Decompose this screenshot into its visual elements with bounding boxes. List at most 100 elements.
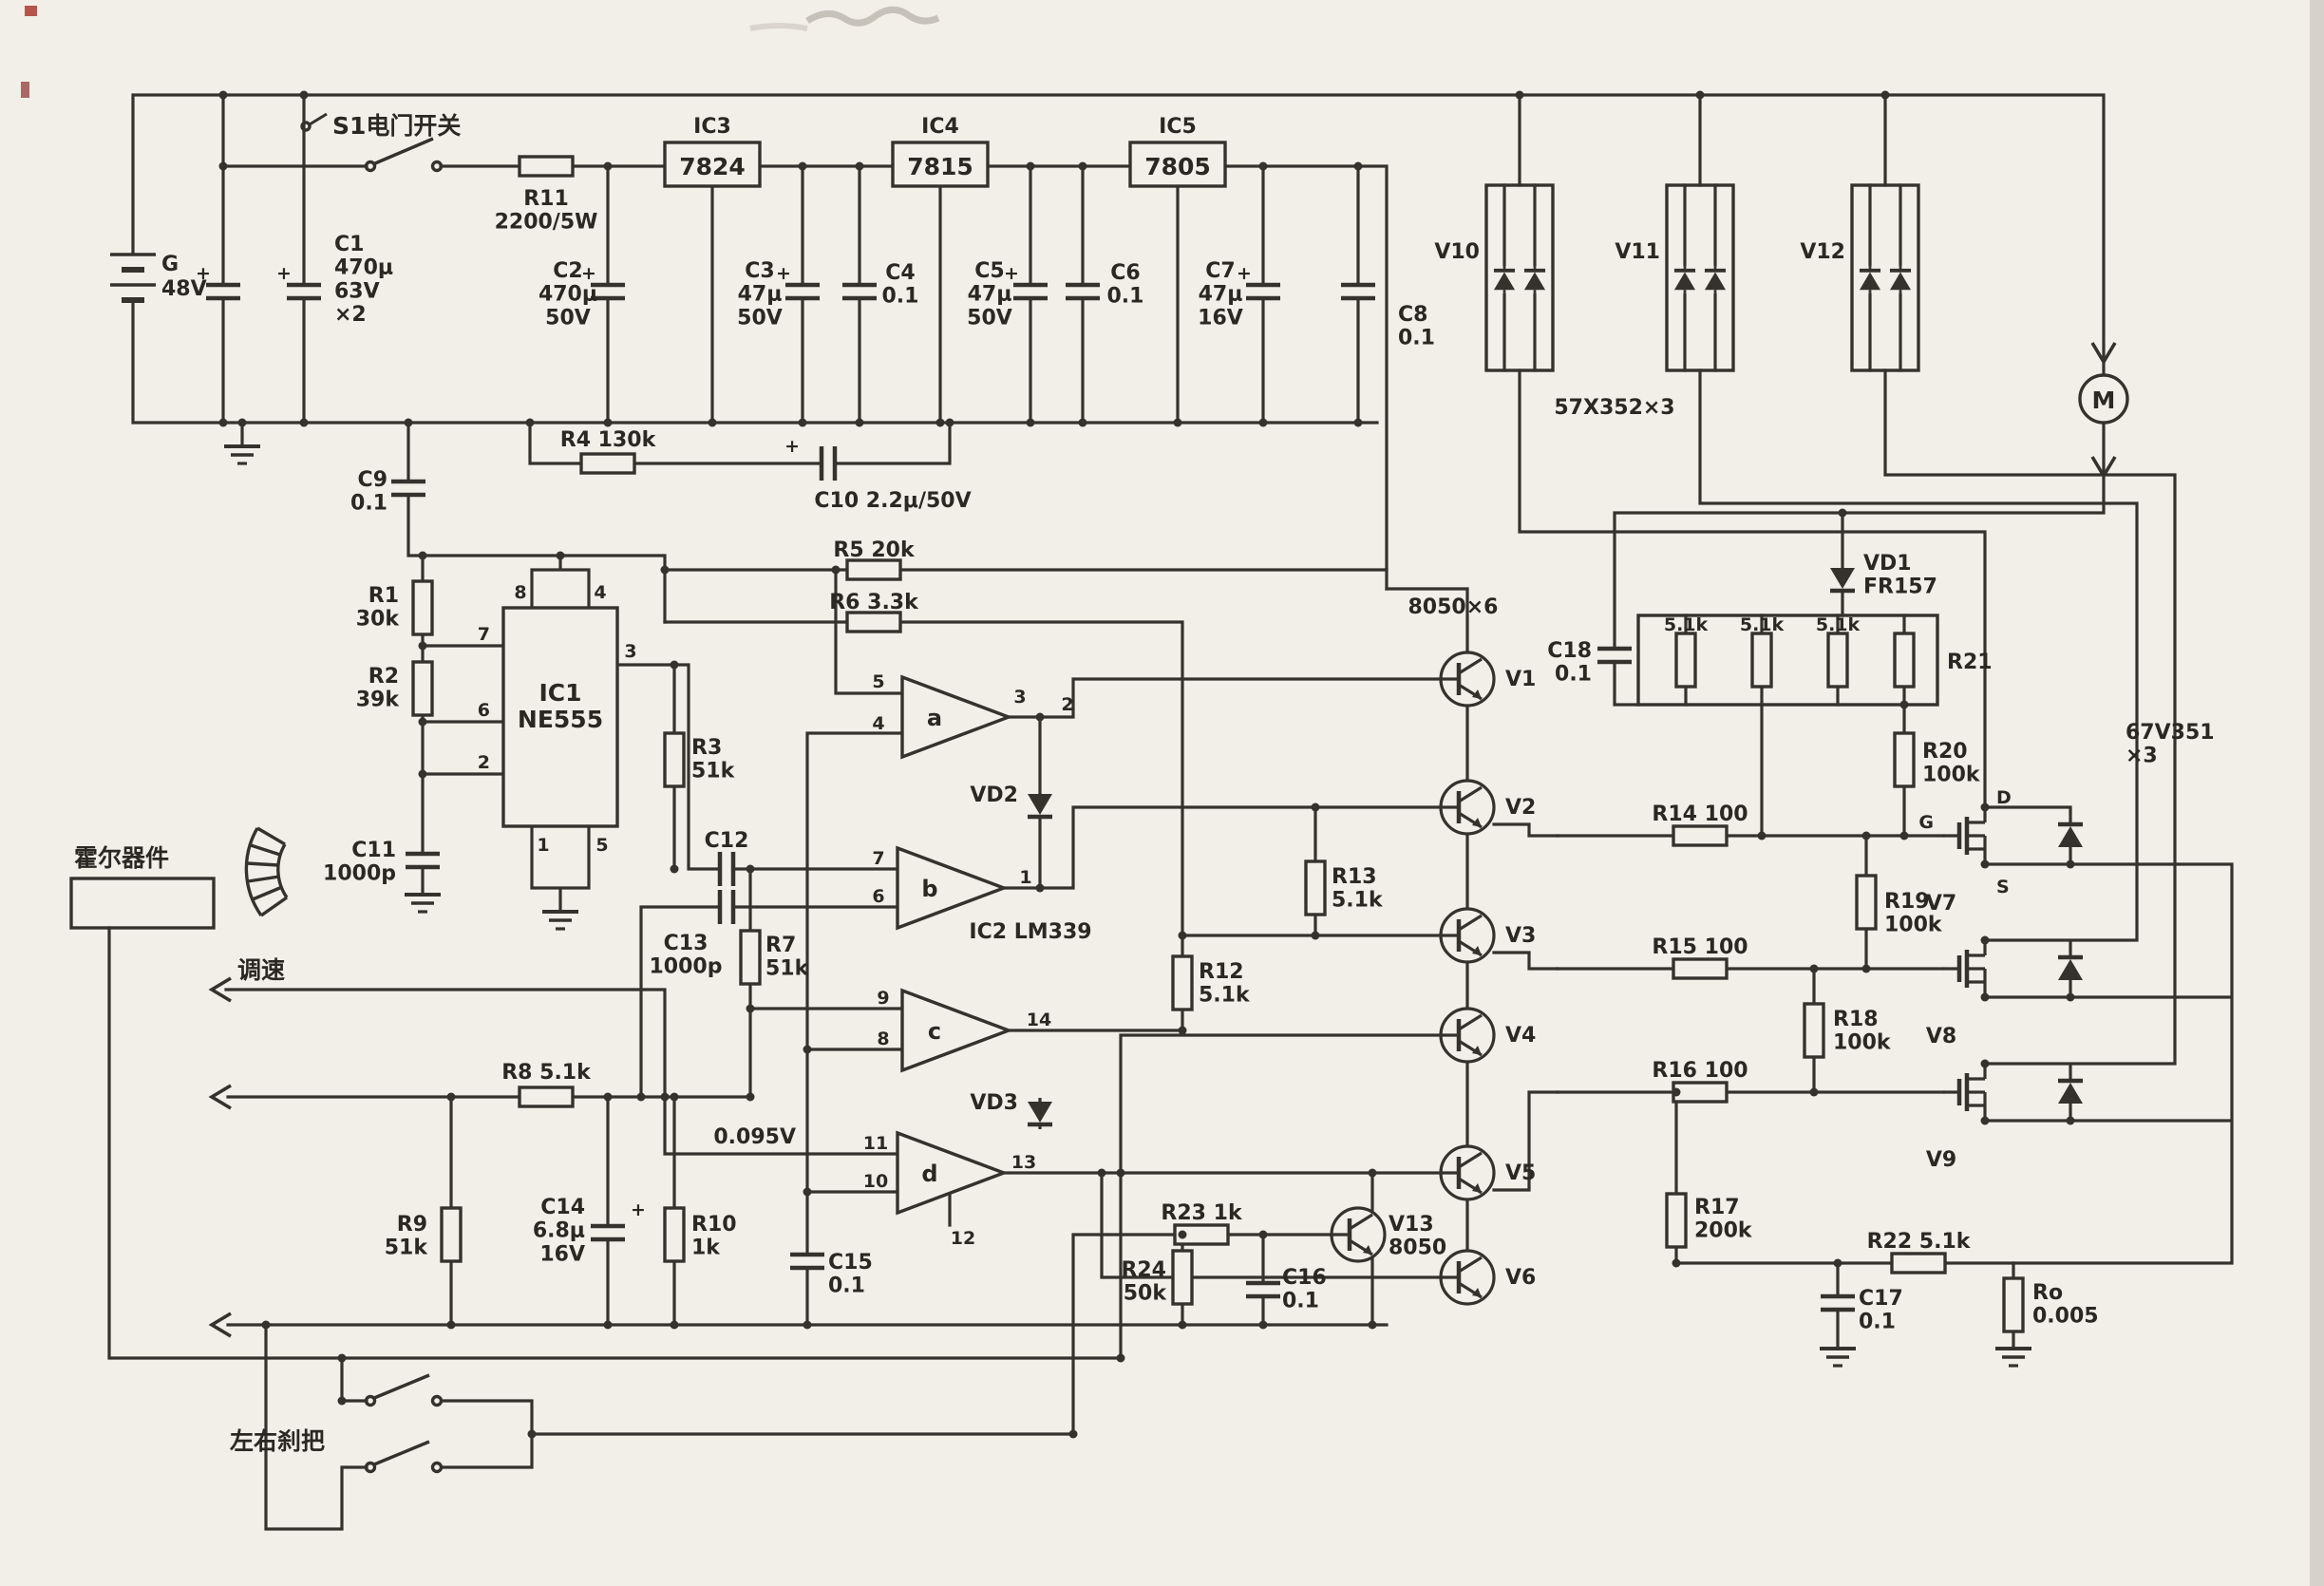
ic1-pin3: 3 [624,641,636,662]
opamp-b-pin-in1: 7 [872,848,884,869]
diode-vd2-label: VD2 [970,784,1018,807]
diode-module-v11-label: V11 [1615,240,1660,264]
battery-symbol [110,253,156,303]
brake-switch-1 [364,1373,444,1407]
hall-sensor-label: 霍尔器件 [74,844,169,872]
opamp-b-letter: b [921,876,937,902]
opamp-c-pin-in1: 9 [877,988,889,1009]
ic1-pin5: 5 [595,835,608,856]
resistor-r2 [411,660,434,717]
diode-module-v10 [1484,183,1555,372]
opamp-d [896,1130,1009,1216]
polarity-plus-c1b: + [276,263,292,284]
opamp-a-pin-in1: 5 [872,671,884,692]
polarity-plus-c10: + [784,436,800,457]
ic3-label: IC3 [693,115,731,139]
capacitor-c17 [1821,1294,1855,1312]
mosfet-v8-label: V8 [1926,1025,1956,1048]
resistor-bank-5k1-b [1750,632,1773,689]
opamp-c-letter: c [928,1018,941,1045]
transistor-v1 [1441,652,1494,706]
resistor-r6 [845,611,902,633]
resistor-r4-label: R4 130k [560,428,657,452]
opamp-b [896,845,1009,931]
ic1-pin1: 1 [537,835,549,856]
resistor-r10 [663,1206,686,1263]
power-switch-s1 [300,112,444,173]
ic5-part-label: 7805 [1144,153,1211,180]
opamp-a-pin-out: 2 [1061,694,1073,715]
transistor-v3 [1441,909,1494,962]
polarity-plus-c1a: + [196,263,211,284]
resistor-r18 [1803,1002,1825,1059]
resistor-r5-label: R5 20k [833,538,916,562]
resistor-r6-label: R6 3.3k [829,591,919,614]
opamp-d-pin-in1: 11 [863,1133,888,1154]
resistor-r9 [440,1206,463,1263]
diode-vd3-label: VD3 [970,1091,1018,1115]
capacitor-c7 [1246,283,1280,300]
capacitor-c14 [591,1224,625,1241]
ic2-label: IC2 LM339 [969,920,1091,944]
diode-module-v11 [1665,183,1735,372]
mosfet-v7-label: V7 [1926,892,1956,916]
resistor-bank-b-label: 5.1k [1740,614,1785,635]
magnet-rotor-symbol [244,826,289,917]
resistor-r12 [1171,954,1194,1011]
capacitor-c3 [785,283,820,300]
resistor-r11 [518,155,575,178]
resistor-r15 [1672,957,1729,980]
capacitor-c4 [842,283,877,300]
resistor-r8 [518,1086,575,1108]
opamp-c-pin-in2: 8 [877,1029,889,1049]
wire-drivers [1071,587,1559,1436]
resistor-r15-label: R15 100 [1652,935,1748,959]
s1-mini-icon [300,121,312,132]
regulator-7824-box [663,141,762,188]
red-ink-mark [25,6,37,16]
junction-dots [218,90,2075,1439]
opamp-a-letter: a [927,705,942,731]
polarity-plus-c5: + [1004,263,1019,284]
resistor-bank-box [1636,614,1939,707]
transistor-v13 [1332,1208,1385,1261]
handwriting-smudge [805,6,940,27]
resistor-r24 [1171,1249,1194,1306]
vref-label: 0.095V [713,1125,796,1149]
motor-symbol [2078,373,2129,425]
body-diode-v8 [2055,953,2086,984]
resistor-r22-label: R22 5.1k [1867,1230,1972,1254]
opamp-d-pin-in2: 10 [863,1171,888,1192]
ic5-label: IC5 [1159,115,1197,139]
driver-part-label: 8050×6 [1408,595,1499,619]
regulator-7805-box [1128,141,1227,188]
resistor-r22 [1890,1252,1947,1274]
resistor-r23-label: R23 1k [1161,1201,1243,1225]
capacitor-c1b [287,283,321,300]
capacitor-c15 [790,1253,824,1270]
diode-module-v10-label: V10 [1434,240,1480,264]
capacitor-c13 [718,890,735,924]
opamp-d-pin-bot: 12 [951,1228,975,1249]
resistor-r21-label: R21 [1947,651,1993,674]
opamp-a-pin-in2: 4 [872,713,884,734]
